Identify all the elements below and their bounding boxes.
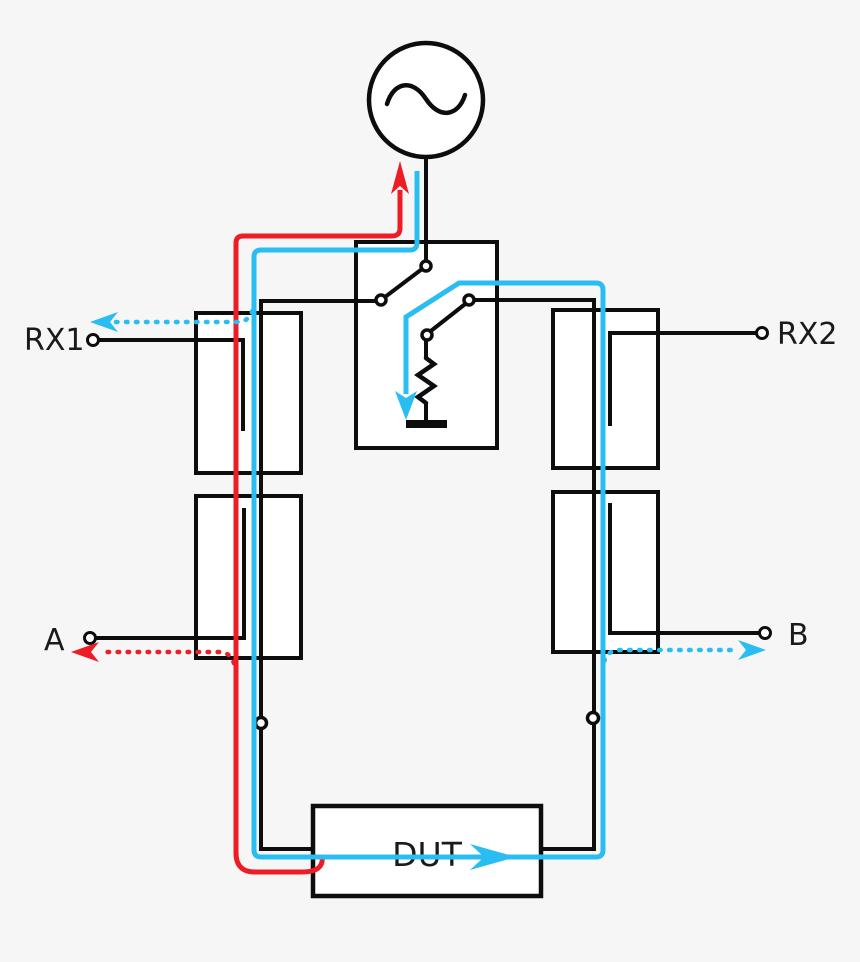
rx2-coupled-arm <box>608 331 758 426</box>
ac-source-icon <box>366 40 486 160</box>
switch-throw-left-node <box>374 293 388 307</box>
right-line-node <box>585 710 601 726</box>
switch-arm-right <box>425 299 471 336</box>
rx1-coupled-arm <box>97 338 245 431</box>
forward-tap-rx1-arrow-icon <box>90 312 118 332</box>
forward-arrow-down-icon <box>395 391 417 420</box>
b-coupled-arm <box>608 503 761 635</box>
forward-arrow-right-icon <box>470 844 516 870</box>
b-terminal <box>758 626 772 640</box>
sine-wave-icon <box>384 83 468 116</box>
rx2-label: RX2 <box>777 317 837 352</box>
coupler-bottom-left-box <box>194 494 303 660</box>
reverse-arrow-up-icon <box>391 161 409 194</box>
a-label: A <box>44 623 65 658</box>
forward-tap-b-arrow-icon <box>738 640 766 660</box>
forward-tap-rx1-dotted <box>113 298 257 325</box>
switch-arm-left <box>379 264 428 302</box>
coupler-top-left-box <box>194 311 303 475</box>
a-coupled-arm <box>94 508 246 640</box>
termination-node <box>420 328 434 342</box>
reverse-tap-a-dotted <box>98 649 239 676</box>
spdt-switch-icon <box>379 264 471 336</box>
main-line-left <box>259 299 381 851</box>
rx1-label: RX1 <box>24 323 84 358</box>
forward-path-line <box>251 171 606 860</box>
switch-pole-node <box>419 259 433 273</box>
dut-box <box>310 803 544 899</box>
switch-throw-right-node <box>462 293 476 307</box>
forward-tap-b-dotted <box>600 647 739 674</box>
resistor-icon <box>414 355 438 406</box>
a-terminal <box>83 631 97 645</box>
b-label: B <box>788 618 809 653</box>
reverse-tap-a-arrow-icon <box>71 642 99 662</box>
rx2-terminal <box>755 326 769 340</box>
main-line-right <box>469 298 596 851</box>
forward-signal-path <box>90 171 766 870</box>
reverse-signal-path <box>71 161 409 875</box>
ground-icon <box>406 420 447 428</box>
rx1-terminal <box>86 333 100 347</box>
left-line-node <box>253 715 269 731</box>
reverse-path-line <box>233 190 403 875</box>
